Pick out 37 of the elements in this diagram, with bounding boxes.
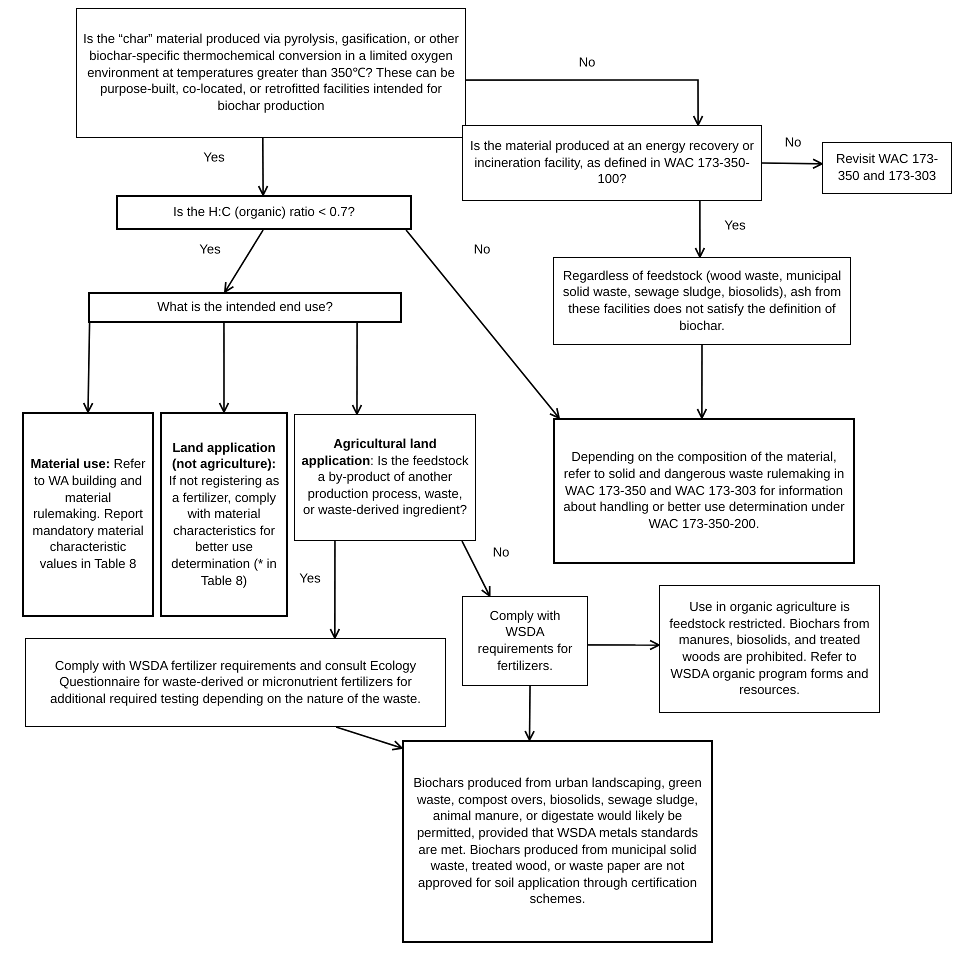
process-box: Depending on the composition of the material, refer to solid and dangerous waste rulemaking in WAC 173-350 and WAC 173-303 for information about handling or better use determination under WAC 173-350-200. (553, 418, 855, 564)
edge-label: Yes (197, 242, 223, 256)
arrow (258, 138, 268, 196)
process-box: Material use: Refer to WA building and material rulemaking. Report mandatory material characteristic values in Table 8 (22, 412, 154, 617)
arrow (694, 201, 706, 258)
edge-label: Yes (297, 572, 323, 584)
process-box: Revisit WAC 173-350 and 173-303 (822, 142, 952, 194)
edge-label: Yes (722, 218, 748, 232)
arrow (762, 158, 823, 170)
process-box: Biochars produced from urban landscaping, green waste, compost overs, biosolids, sewage sludge, animal manure, or digestate would likely be permitted, provided that WSDA metals standards are met. Biochars produced from municipal solid waste, treated wood, or waste paper are not approved for soil application through certification schemes. (402, 740, 713, 943)
edge-label: No (782, 136, 804, 148)
edge-label: No (472, 242, 492, 256)
arrow (330, 541, 340, 639)
process-box: Comply with WSDA requirements for fertilizers. (462, 596, 588, 686)
arrow (466, 79, 704, 126)
arrow (224, 230, 264, 293)
arrow (588, 640, 660, 650)
process-box: Regardless of feedstock (wood waste, municipal solid waste, sewage sludge, biosolids), ash from these facilities does not satisfy the definition of biochar. (553, 257, 851, 345)
arrow (218, 323, 230, 413)
process-box: What is the intended end use? (88, 292, 402, 323)
arrow (696, 345, 708, 419)
edge-label: No (576, 56, 598, 68)
arrow (461, 540, 491, 597)
arrow (405, 230, 560, 419)
edge-label: No (490, 546, 512, 558)
process-box: Agricultural land application: Is the feedstock a by-product of another production process, waste, or waste-derived ingredient? (294, 414, 476, 541)
arrow (336, 726, 403, 750)
arrow (352, 323, 362, 415)
arrow (524, 686, 535, 741)
process-box: Is the material produced at an energy recovery or incineration facility, as defined in WAC 173-350-100? (462, 125, 762, 201)
process-box: Is the “char” material produced via pyrolysis, gasification, or other biochar-specific thermochemical conversion in a limited oxygen environment at temperatures greater than 350℃? These can be purpose-built, co-located, or retrofitted facilities intended for biochar production (76, 8, 466, 138)
process-box: Comply with WSDA fertilizer requirements and consult Ecology Questionnaire for waste-derived or micronutrient fertilizers for additional required testing depending on the nature of the waste. (25, 638, 446, 727)
process-box: Land application (not agriculture): If not registering as a fertilizer, comply with material characteristics for better use determination (* in Table 8) (160, 412, 288, 617)
arrow (82, 322, 94, 413)
edge-label: Yes (201, 150, 227, 164)
process-box: Use in organic agriculture is feedstock restricted. Biochars from manures, biosolids, and treated woods are prohibited. Refer to WSDA organic program forms and resources. (659, 585, 880, 713)
process-box: Is the H:C (organic) ratio < 0.7? (116, 195, 412, 230)
